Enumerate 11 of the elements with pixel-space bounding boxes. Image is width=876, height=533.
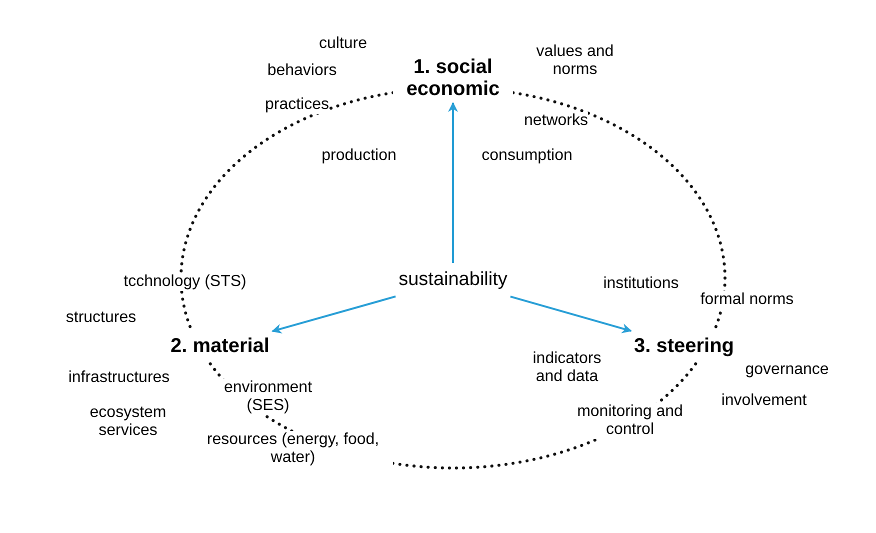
label-text: production bbox=[322, 147, 396, 165]
label-text: consumption bbox=[482, 147, 572, 165]
label-text: tcchnology (STS) bbox=[124, 273, 246, 291]
arrow bbox=[448, 102, 458, 263]
label-text: formal norms bbox=[700, 291, 794, 309]
node-label: 2. material bbox=[170, 331, 270, 361]
label-text: monitoring and control bbox=[575, 403, 685, 439]
node-label: 3. steering bbox=[634, 331, 734, 361]
label-text: practices bbox=[264, 96, 330, 114]
arrow bbox=[510, 296, 632, 334]
arrow bbox=[272, 295, 396, 334]
